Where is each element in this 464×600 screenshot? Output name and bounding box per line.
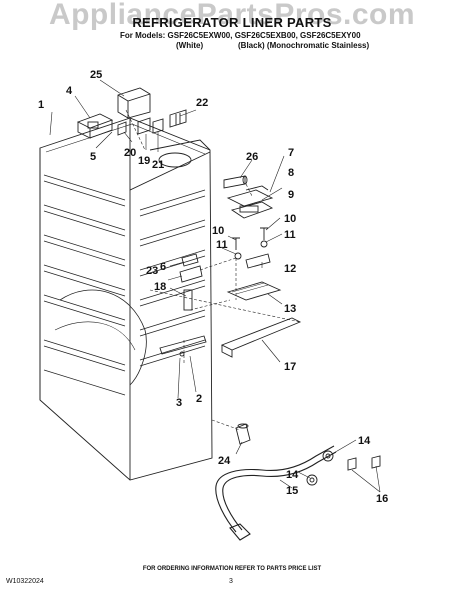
part-15-hose (215, 445, 337, 541)
callout-16: 16 (376, 493, 388, 505)
callout-15: 15 (286, 485, 298, 497)
part-4-baffle (76, 113, 114, 139)
callout-14-right: 14 (358, 435, 371, 447)
callout-1: 1 (38, 99, 44, 111)
callout-6: 6 (160, 261, 166, 273)
part-25-housing (117, 87, 151, 119)
callout-20: 20 (124, 147, 136, 159)
callout-12: 12 (284, 263, 296, 275)
screws-10-11 (232, 227, 268, 260)
callout-9: 9 (288, 189, 294, 201)
part-12-socket (245, 253, 271, 269)
variant-black-stainless: (Black) (Monochromatic Stainless) (238, 41, 370, 50)
callout-numbers: 1 2 3 4 5 6 7 8 9 10 10 11 11 12 13 14 1… (38, 69, 388, 505)
callout-21: 21 (152, 159, 164, 171)
part-13-shield (226, 281, 282, 301)
document-id: W10322024 (6, 578, 44, 585)
callout-8: 8 (288, 167, 294, 179)
callout-23: 23 (146, 265, 158, 277)
callout-18: 18 (154, 281, 166, 293)
callout-19: 19 (138, 155, 150, 167)
callout-11-left: 11 (216, 239, 228, 251)
callout-22: 22 (196, 97, 208, 109)
callout-10-right: 10 (284, 213, 296, 225)
callout-2: 2 (196, 393, 202, 405)
watermark: AppliancePartsPros.com (48, 0, 416, 31)
model-list: For Models: GSF26C5EXW00, GSF26C5EXB00, … (120, 31, 361, 40)
callout-3: 3 (176, 397, 182, 409)
parts-14-16-nuts (306, 450, 381, 486)
parts-2-3-strip (159, 335, 207, 357)
callout-26: 26 (246, 151, 258, 163)
leader-lines (49, 79, 381, 493)
parts-6-18-23 (179, 253, 203, 311)
variant-white: (White) (176, 41, 204, 50)
part-17-cover (220, 317, 302, 358)
callout-11-right: 11 (284, 229, 296, 241)
liner-cabinet (39, 117, 213, 481)
exploded-parts-diagram: 1 2 3 4 5 6 7 8 9 10 10 11 11 12 13 14 1… (38, 69, 388, 541)
callout-10-left: 10 (212, 225, 224, 237)
callout-14-left: 14 (286, 469, 299, 481)
shelf-rails-right (139, 189, 206, 367)
callout-7: 7 (288, 147, 294, 159)
page-number: 3 (229, 578, 233, 585)
callout-5: 5 (90, 151, 96, 163)
page-title: REFRIGERATOR LINER PARTS (132, 15, 332, 30)
assembly-lines (125, 109, 301, 431)
callout-25: 25 (90, 69, 102, 81)
part-24-fitting (235, 423, 251, 445)
ordering-note: FOR ORDERING INFORMATION REFER TO PARTS … (142, 566, 322, 572)
parts-19-22-fittings (117, 109, 187, 136)
shelf-rails-left (43, 174, 126, 396)
callout-24: 24 (218, 455, 231, 467)
callout-4: 4 (66, 85, 73, 97)
parts-7-9-light-housing (226, 185, 274, 219)
callout-13: 13 (284, 303, 296, 315)
part-26-tube (223, 175, 248, 189)
callout-17: 17 (284, 361, 296, 373)
